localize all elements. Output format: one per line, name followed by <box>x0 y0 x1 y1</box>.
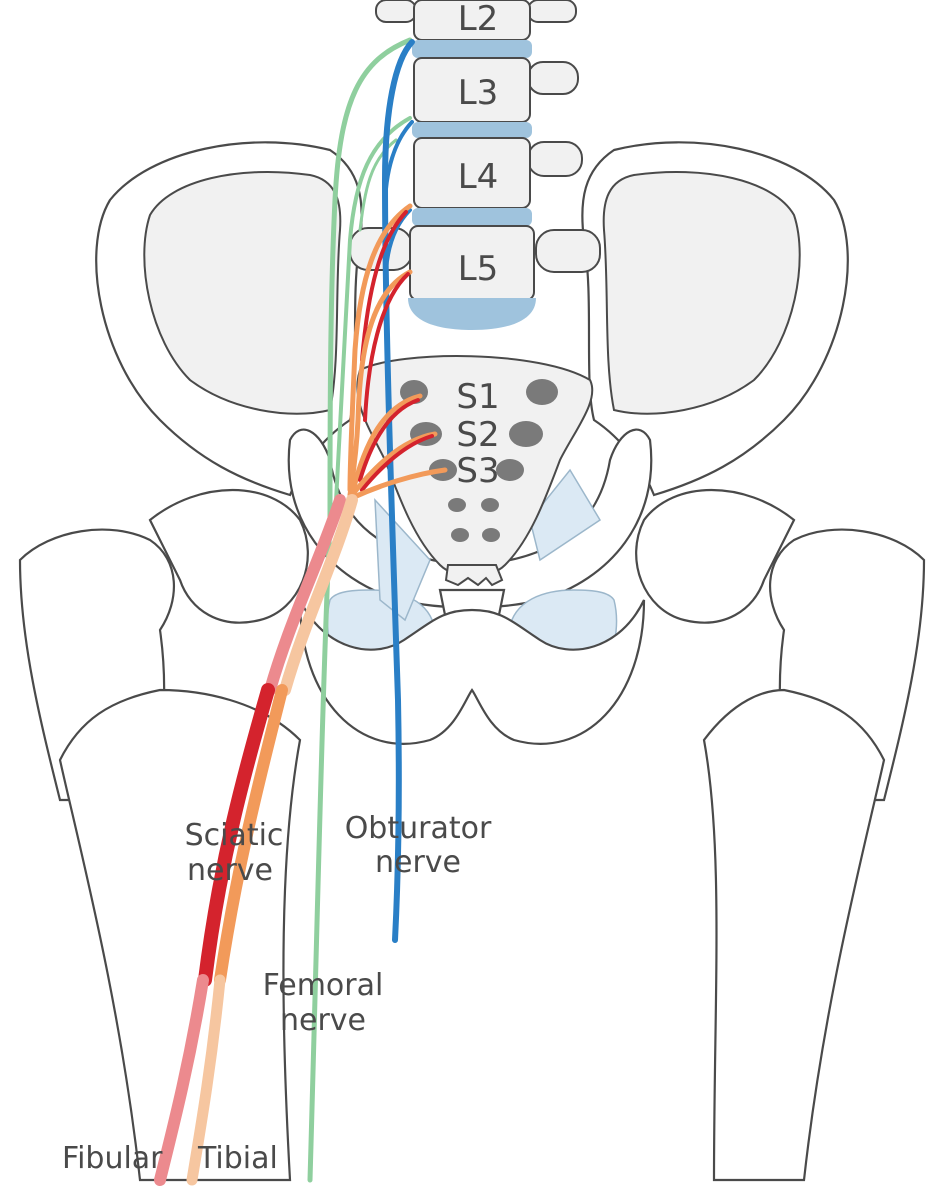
pelvic-soft-tissue <box>374 497 431 622</box>
label-s2: S2 <box>456 415 499 455</box>
foramen-s5-left <box>451 528 469 542</box>
label-s3: S3 <box>456 451 499 491</box>
label-l4: L4 <box>458 157 499 197</box>
label-obturator-2: nerve <box>375 845 461 880</box>
right-femoral-head <box>635 488 796 624</box>
disc-l5-s1 <box>408 298 536 330</box>
disc-l4-l5 <box>412 208 532 226</box>
left-femoral-head <box>148 488 309 624</box>
coccyx <box>444 564 504 587</box>
label-fibular: Fibular <box>62 1141 163 1176</box>
label-tibial: Tibial <box>197 1141 278 1176</box>
label-l3: L3 <box>458 73 499 113</box>
foramen-s4-left <box>448 498 466 512</box>
sciatic-nerve-trunk <box>198 494 358 987</box>
label-l2: L2 <box>458 0 499 39</box>
foramen-s5-right <box>482 528 500 542</box>
pubis-lower <box>298 599 646 745</box>
disc-l3-l4 <box>412 122 532 138</box>
foramen-s3-right <box>496 459 524 481</box>
disc-l2-l3 <box>412 40 532 58</box>
right-iliac-fossa <box>602 170 801 415</box>
label-obturator-1: Obturator <box>345 811 492 846</box>
transverse-processes <box>349 0 601 273</box>
label-femoral-2: nerve <box>280 1003 366 1038</box>
label-femoral-1: Femoral <box>263 968 384 1003</box>
label-l5: L5 <box>458 249 499 289</box>
fibular-tibial-branches <box>154 974 226 1186</box>
label-s1: S1 <box>456 377 499 417</box>
left-iliac-fossa <box>143 170 342 415</box>
label-sciatic-2: nerve <box>187 853 273 888</box>
foramen-s1-right <box>526 379 558 405</box>
right-femur-shaft <box>702 688 886 1182</box>
foramen-s2-right <box>509 421 543 447</box>
label-sciatic-1: Sciatic <box>185 818 284 853</box>
sciatic-nerve-roots <box>347 203 448 501</box>
foramen-s4-right <box>481 498 499 512</box>
